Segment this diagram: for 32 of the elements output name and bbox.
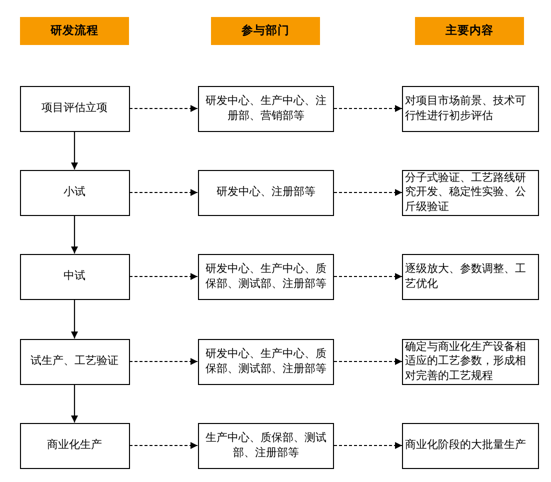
- dashed-arrow: [130, 442, 198, 449]
- text-box: 生产中心、质保部、测试部、注册部等: [198, 422, 334, 468]
- text-box: 研发中心、生产中心、注册部、营销部等: [198, 86, 334, 132]
- text-box: 分子式验证、工艺路线研究开发、稳定性实验、公斤级验证: [402, 170, 538, 216]
- process-box: 小试: [20, 170, 130, 216]
- dashed-arrow: [130, 189, 198, 196]
- text-box: 对项目市场前景、技术可行性进行初步评估: [402, 86, 538, 132]
- text-box: 确定与商业化生产设备相适应的工艺参数，形成相对完善的工艺规程: [402, 338, 538, 384]
- arrow: [71, 132, 78, 170]
- process-box: 项目评估立项: [20, 86, 130, 132]
- arrow: [71, 384, 78, 422]
- header-box: 参与部门: [211, 17, 320, 45]
- process-box: 试生产、工艺验证: [20, 338, 130, 384]
- dashed-arrow: [334, 358, 402, 365]
- dashed-arrow: [334, 273, 402, 280]
- process-box: 中试: [20, 254, 130, 300]
- arrow: [71, 216, 78, 254]
- arrow: [71, 300, 78, 338]
- text-box: 研发中心、注册部等: [198, 170, 334, 216]
- dashed-arrow: [130, 273, 198, 280]
- header-box: 主要内容: [415, 17, 524, 45]
- text-box: 商业化阶段的大批量生产: [402, 422, 538, 468]
- text-box: 逐级放大、参数调整、工艺优化: [402, 254, 538, 300]
- text-box: 研发中心、生产中心、质保部、测试部、注册部等: [198, 254, 334, 300]
- text-box: 研发中心、生产中心、质保部、测试部、注册部等: [198, 338, 334, 384]
- process-box: 商业化生产: [20, 422, 130, 468]
- dashed-arrow: [130, 358, 198, 365]
- header-box: 研发流程: [20, 17, 129, 45]
- dashed-arrow: [130, 105, 198, 112]
- dashed-arrow: [334, 442, 402, 449]
- dashed-arrow: [334, 189, 402, 196]
- dashed-arrow: [334, 105, 402, 112]
